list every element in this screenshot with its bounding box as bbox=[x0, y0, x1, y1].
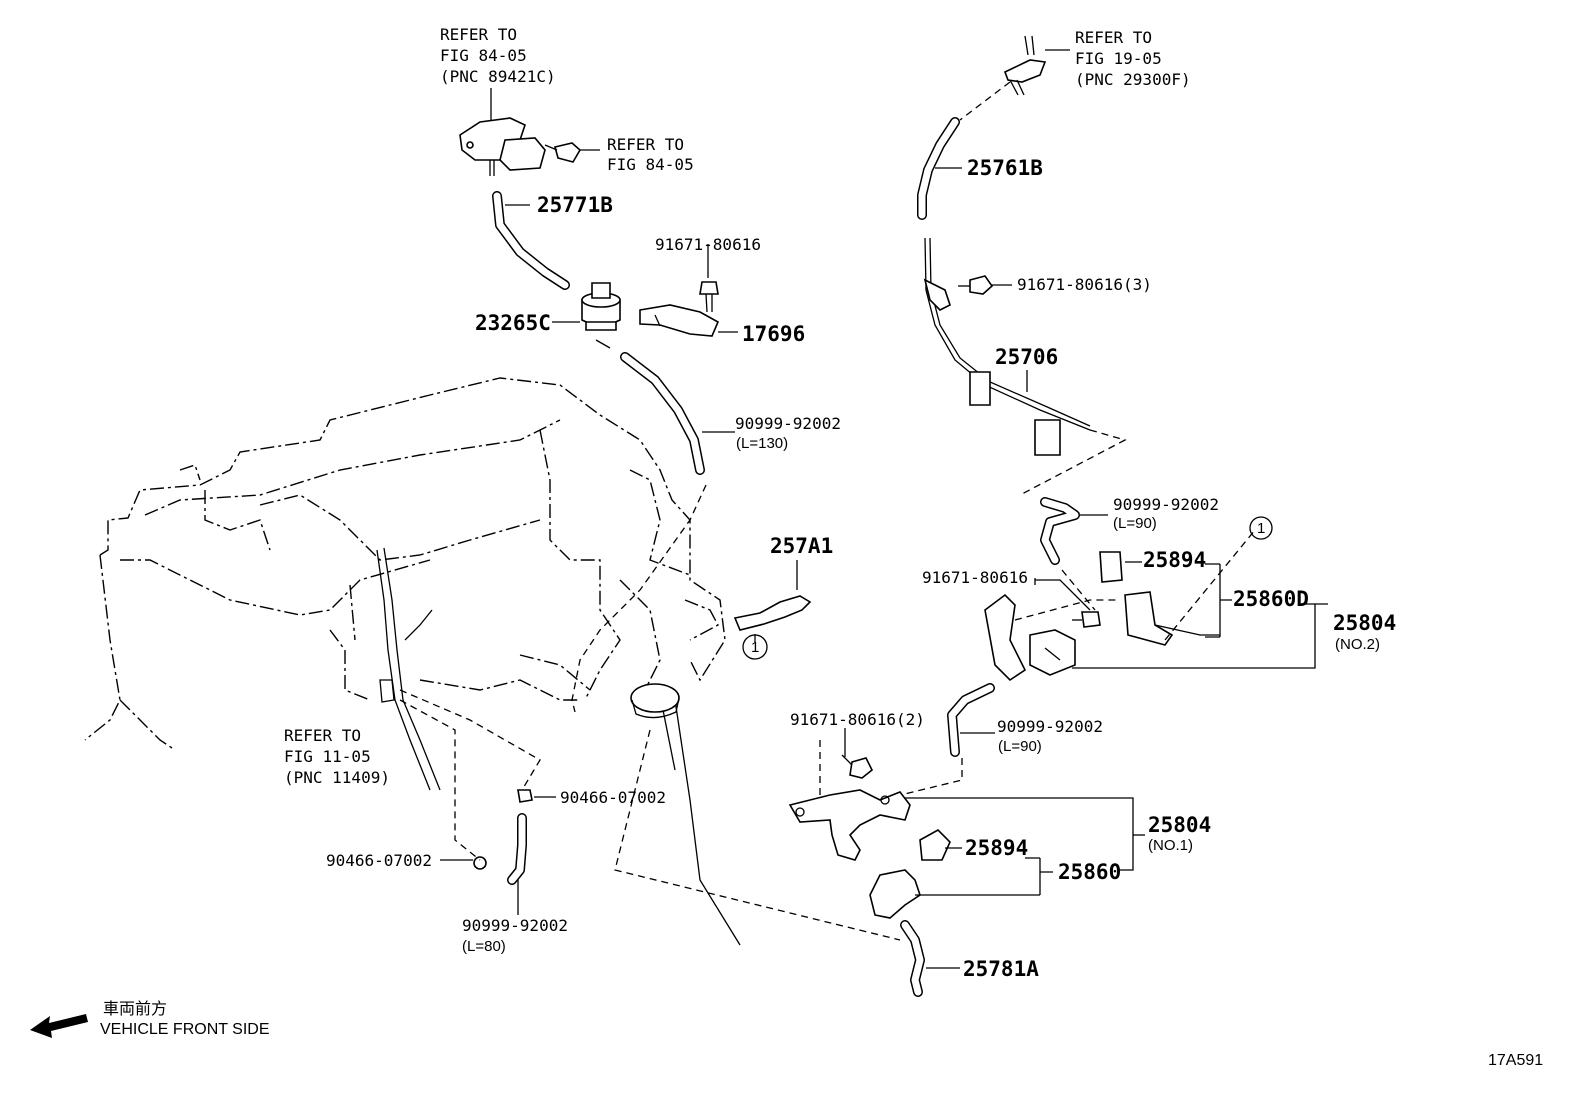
fitting-fig19 bbox=[1003, 35, 1070, 96]
label-25804-no2-sub: (NO.2) bbox=[1335, 636, 1380, 653]
ref-fig84-line1: REFER TO bbox=[440, 25, 517, 44]
ref-fig84-bolt-line2: FIG 84-05 bbox=[607, 155, 694, 174]
filter-23265C bbox=[552, 282, 621, 349]
label-25860: 25860 bbox=[1058, 860, 1121, 884]
bolt-91671-b bbox=[1035, 579, 1101, 628]
label-90999-130-len: (L=130) bbox=[736, 435, 788, 452]
ref-fig19-line2: FIG 19-05 bbox=[1075, 49, 1162, 68]
bolt-91671-3 bbox=[958, 275, 1012, 295]
connector-25894-a bbox=[1099, 551, 1142, 583]
dash-line-3 bbox=[399, 689, 541, 791]
label-25771B: 25771B bbox=[537, 193, 613, 217]
label-25860D: 25860D bbox=[1233, 587, 1309, 611]
connector-25894-b bbox=[919, 829, 962, 861]
bracket-line-25804-no2 bbox=[1072, 603, 1328, 669]
label-91671-2: 91671-80616(2) bbox=[790, 710, 925, 729]
label-90999-80-len: (L=80) bbox=[462, 938, 506, 955]
vsv-25860D bbox=[1124, 591, 1220, 646]
dash-line-2 bbox=[399, 699, 481, 861]
label-17696: 17696 bbox=[742, 322, 805, 346]
bracket-line-25860 bbox=[1025, 857, 1053, 895]
label-25804-no1-sub: (NO.1) bbox=[1148, 837, 1193, 854]
ref-fig19-line3: (PNC 29300F) bbox=[1075, 70, 1191, 89]
label-90999-90-upper: 90999-92002 bbox=[1113, 495, 1219, 514]
filter-housing bbox=[630, 683, 680, 719]
hose-L130 bbox=[620, 352, 735, 475]
clamp-90466-b bbox=[440, 856, 487, 870]
hose-L90-upper bbox=[1040, 497, 1108, 565]
dash-line-10 bbox=[879, 758, 963, 801]
dash-line-6 bbox=[1019, 429, 1127, 496]
hose-25761B bbox=[917, 117, 962, 220]
label-25804-no2: 25804 bbox=[1333, 611, 1396, 635]
ref-fig84-line3: (PNC 89421C) bbox=[440, 67, 556, 86]
label-90466-a: 90466-07002 bbox=[560, 788, 666, 807]
callout-1-right: 1 bbox=[1257, 520, 1265, 537]
hose-25781A bbox=[900, 920, 960, 997]
hose-L80 bbox=[507, 813, 527, 915]
ref-fig11-line1: REFER TO bbox=[284, 726, 361, 745]
bracket-line-25804-no1 bbox=[905, 797, 1134, 871]
bracket-25804-no1 bbox=[788, 789, 911, 861]
bolt-91671-top bbox=[699, 256, 719, 313]
hose-L90-lower bbox=[947, 683, 995, 757]
pipe-257A1 bbox=[733, 560, 812, 660]
ref-fig11-line2: FIG 11-05 bbox=[284, 747, 371, 766]
dash-line-9 bbox=[1014, 599, 1120, 621]
label-90999-80: 90999-92002 bbox=[462, 916, 568, 935]
ref-fig11-line3: (PNC 11409) bbox=[284, 768, 390, 787]
dash-line-4 bbox=[614, 729, 901, 941]
callout-1-left: 1 bbox=[751, 639, 759, 656]
dash-line-7 bbox=[1061, 569, 1096, 611]
bracket-ticks-25860D bbox=[1205, 563, 1232, 638]
label-25761B: 25761B bbox=[967, 156, 1043, 180]
vsv-25860 bbox=[869, 869, 1040, 919]
bracket-25804-no2 bbox=[984, 593, 1076, 682]
pipe-25706 bbox=[923, 237, 1091, 456]
label-23265C: 23265C bbox=[475, 311, 551, 335]
ref-fig84-line2: FIG 84-05 bbox=[440, 46, 527, 65]
label-91671-3: 91671-80616(3) bbox=[1017, 275, 1152, 294]
ref-fig19-line1: REFER TO bbox=[1075, 28, 1152, 47]
label-25781A: 25781A bbox=[963, 957, 1039, 981]
dash-line-1 bbox=[571, 484, 707, 713]
label-25894-upper: 25894 bbox=[1143, 548, 1206, 572]
label-25804-no1: 25804 bbox=[1148, 813, 1211, 837]
direction-en: VEHICLE FRONT SIDE bbox=[100, 1021, 270, 1038]
direction-jp: 車両前方 bbox=[103, 1000, 167, 1018]
engine-pipe-line bbox=[674, 699, 741, 946]
engine-outline bbox=[84, 377, 726, 751]
label-25894-lower: 25894 bbox=[965, 836, 1028, 860]
label-90999-130: 90999-92002 bbox=[735, 414, 841, 433]
label-90999-90-lower-len: (L=90) bbox=[998, 738, 1042, 755]
front-arrow-icon bbox=[30, 1014, 88, 1038]
callout-circle-right bbox=[1249, 516, 1273, 540]
map-sensor bbox=[459, 88, 546, 176]
ref-fig84-bolt-line1: REFER TO bbox=[607, 135, 684, 154]
bolt-91671-2 bbox=[841, 728, 874, 779]
label-90999-90-upper-len: (L=90) bbox=[1113, 515, 1157, 532]
dash-line-5 bbox=[959, 81, 1011, 121]
dipstick-tube bbox=[376, 547, 441, 791]
label-257A1: 257A1 bbox=[770, 534, 833, 558]
label-25706: 25706 bbox=[995, 345, 1058, 369]
clamp-90466-a bbox=[517, 789, 556, 803]
label-90466-b: 90466-07002 bbox=[326, 851, 432, 870]
dash-line-8 bbox=[1164, 529, 1256, 641]
diagram-code: 17A591 bbox=[1488, 1052, 1543, 1069]
hose-25771B bbox=[492, 191, 570, 290]
sensor-bolt bbox=[544, 142, 600, 163]
label-91671-b: 91671-80616 bbox=[922, 568, 1028, 587]
bracket-17696 bbox=[639, 304, 738, 337]
label-90999-90-lower: 90999-92002 bbox=[997, 717, 1103, 736]
label-91671-top: 91671-80616 bbox=[655, 235, 761, 254]
